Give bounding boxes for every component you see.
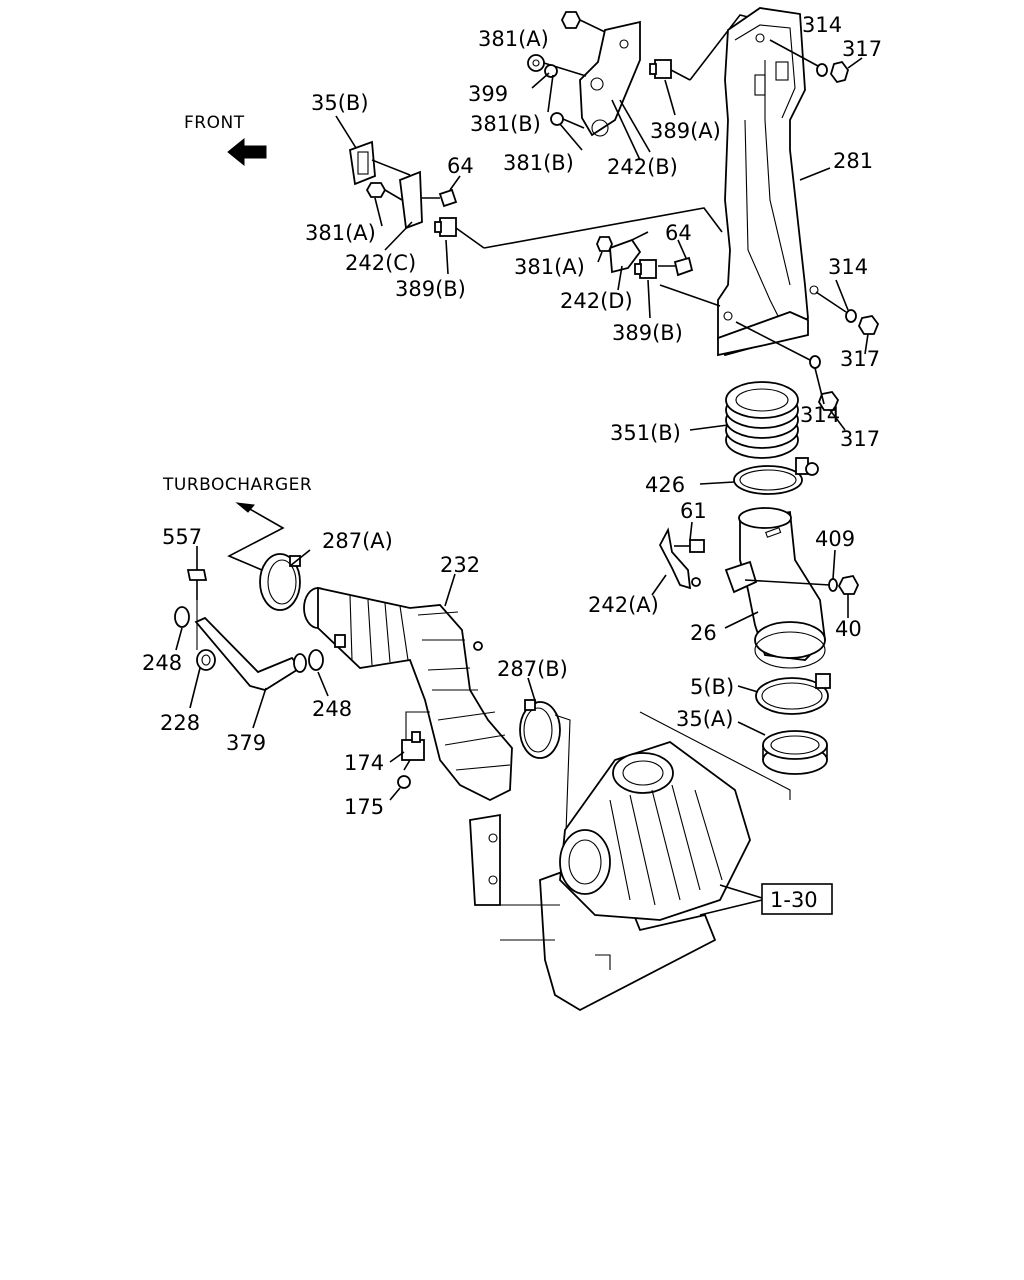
- callout-287b: 287(B): [497, 657, 568, 681]
- clamp-287b: [519, 699, 561, 759]
- clip-248-right-icon: [308, 649, 324, 671]
- callout-175: 175: [344, 795, 384, 819]
- callout-381a-top: 381(A): [478, 27, 549, 51]
- front-caption: FRONT: [184, 113, 245, 133]
- callout-40: 40: [835, 617, 862, 641]
- pipe-379: [194, 616, 307, 691]
- callout-314-low: 314: [800, 403, 840, 427]
- callout-287a: 287(A): [322, 529, 393, 553]
- callout-557: 557: [162, 525, 202, 549]
- bracket-35b: [335, 115, 376, 186]
- callout-61: 61: [680, 499, 707, 523]
- leader-lines: [175, 72, 869, 801]
- bolt-557-icon: [186, 569, 208, 650]
- turbocharger-arrow-icon: [227, 502, 285, 571]
- nut-381a-mid-icon: [596, 236, 613, 252]
- callout-232: 232: [440, 553, 480, 577]
- callout-35b: 35(B): [311, 91, 369, 115]
- callout-389b-mid: 389(B): [612, 321, 683, 345]
- hose-35a: [762, 730, 828, 775]
- callout-242d: 242(D): [560, 289, 633, 313]
- front-arrow-icon: [227, 137, 267, 167]
- bolt-64-mid-icon: [658, 256, 694, 277]
- callout-64-mid: 64: [665, 221, 692, 245]
- callout-64-left: 64: [447, 154, 474, 178]
- callout-399: 399: [468, 82, 508, 106]
- washer-409-icon: [828, 578, 838, 592]
- bracket-242a: [658, 527, 701, 590]
- callout-248-right: 248: [312, 697, 352, 721]
- bellows-351b: [725, 381, 799, 459]
- callout-381a-left: 381(A): [305, 221, 376, 245]
- duct-281: [717, 7, 819, 357]
- callout-281: 281: [833, 149, 873, 173]
- grommet-389b-left-icon: [434, 207, 723, 249]
- nut-317-low-icon: [818, 391, 840, 411]
- nut-381a-top-icon: [560, 11, 606, 33]
- clamp-5b: [755, 673, 831, 715]
- callout-242b: 242(B): [607, 155, 678, 179]
- elbow-26: [724, 507, 831, 669]
- callout-351b: 351(B): [610, 421, 681, 445]
- callout-174: 174: [344, 751, 384, 775]
- callout-381b-2: 381(B): [503, 151, 574, 175]
- callout-409: 409: [815, 527, 855, 551]
- callout-5b: 5(B): [690, 675, 734, 699]
- callout-248-left: 248: [142, 651, 182, 675]
- washer-314-mid-icon: [815, 291, 857, 323]
- callout-389b-left: 389(B): [395, 277, 466, 301]
- hose-232: [303, 586, 513, 802]
- air-cleaner-assembly: [469, 711, 791, 1012]
- callout-26: 26: [690, 621, 717, 645]
- nut-40-icon: [837, 574, 860, 595]
- callout-35a: 35(A): [676, 707, 733, 731]
- callout-228: 228: [160, 711, 200, 735]
- bolt-64-left-icon: [422, 188, 458, 208]
- callout-242a: 242(A): [588, 593, 659, 617]
- reference-box: 1-30: [761, 883, 833, 915]
- bracket-242c: [371, 159, 423, 251]
- turbocharger-caption: TURBOCHARGER: [162, 475, 312, 495]
- callout-381a-mid: 381(A): [514, 255, 585, 279]
- callout-314-top: 314: [802, 13, 842, 37]
- washer-314-top-icon: [769, 39, 828, 77]
- grommet-228-icon: [196, 649, 216, 671]
- callout-381b-1: 381(B): [470, 112, 541, 136]
- callout-242c: 242(C): [345, 251, 416, 275]
- nut-381a-left-icon: [365, 182, 403, 201]
- callout-317-low: 317: [840, 427, 880, 451]
- washer-381b-2-icon: [550, 112, 585, 129]
- callout-317-top: 317: [842, 37, 882, 61]
- bolt-61-icon: [674, 539, 705, 553]
- nut-317-mid-icon: [858, 315, 880, 335]
- clamp-426: [733, 457, 819, 495]
- grommet-389b-mid-icon: [634, 259, 721, 307]
- callout-379: 379: [226, 731, 266, 755]
- callout-314-mid: 314: [828, 255, 868, 279]
- screw-175-icon: [397, 759, 411, 789]
- sensor-174: [401, 711, 430, 761]
- callout-317-mid: 317: [840, 347, 880, 371]
- reference-box-label: 1-30: [770, 888, 818, 912]
- bracket-242d: [609, 231, 649, 274]
- bracket-242b: [579, 20, 641, 161]
- callout-426: 426: [645, 473, 685, 497]
- nut-317-top-icon: [830, 57, 863, 84]
- callout-389a: 389(A): [650, 119, 721, 143]
- clip-248-left-icon: [174, 606, 190, 628]
